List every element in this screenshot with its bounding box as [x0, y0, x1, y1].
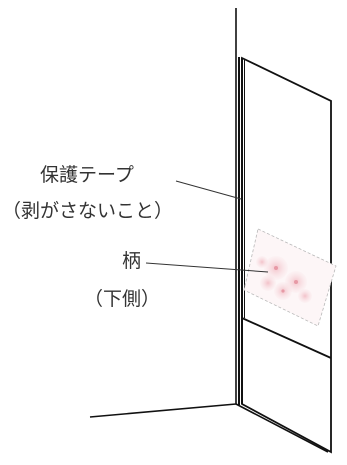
pattern-leader-line [145, 262, 269, 273]
protective-tape-note: （剥がさないこと） [2, 200, 174, 222]
protective-tape-label: 保護テープ [40, 164, 134, 186]
blossom-pattern [256, 256, 312, 303]
pattern-label: 柄 [122, 250, 142, 272]
wall-corner [89, 8, 329, 453]
pattern-sample [243, 228, 337, 327]
floor-left-line [89, 403, 237, 418]
pattern-note: （下側） [84, 288, 161, 310]
protective-tape-leader-line [175, 180, 242, 200]
floor-right-line [235, 403, 329, 453]
panel-division-line [241, 317, 332, 359]
